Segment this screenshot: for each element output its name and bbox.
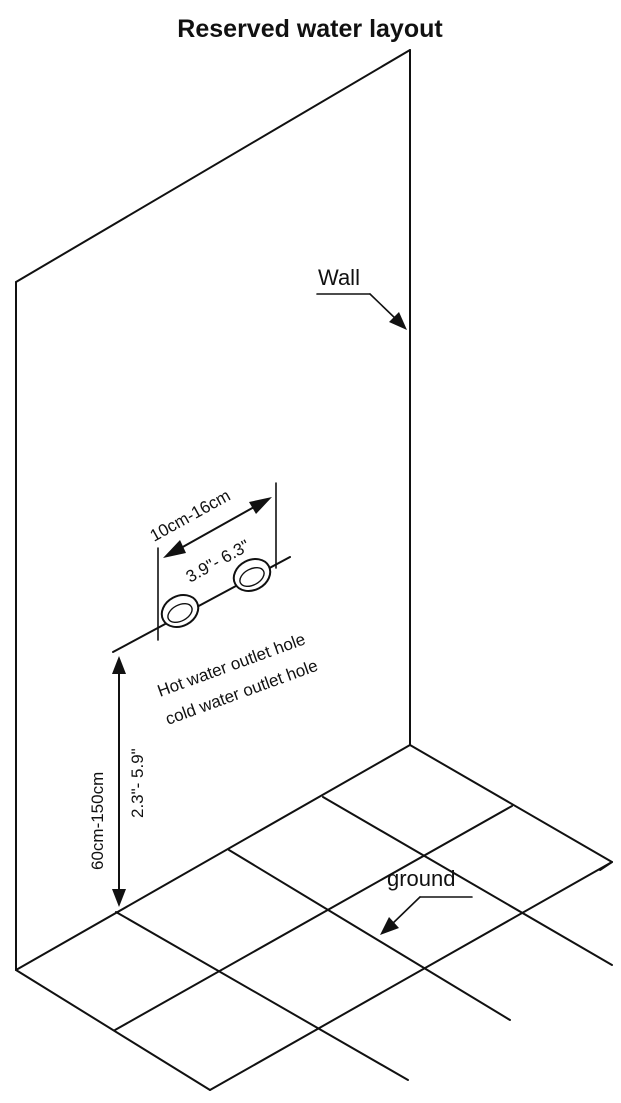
wall-callout: Wall bbox=[316, 265, 407, 330]
height-cm-label: 60cm-150cm bbox=[88, 772, 107, 870]
height-in-label: 2.3"- 5.9" bbox=[128, 748, 147, 818]
floor-left-edge bbox=[15, 969, 211, 1091]
spacing-cm-label: 10cm-16cm bbox=[147, 486, 234, 546]
wall-panel bbox=[15, 49, 411, 971]
wall-top-edge bbox=[15, 49, 411, 283]
floor-front-edge bbox=[209, 861, 613, 1091]
floor-col-line-3 bbox=[322, 796, 613, 966]
wall-floor-seam bbox=[15, 744, 411, 971]
floor-edge-join bbox=[599, 861, 613, 871]
floor-right-edge bbox=[409, 744, 613, 863]
ground-label: ground bbox=[387, 866, 456, 891]
spacing-dimension-line bbox=[171, 501, 264, 554]
spacing-arrowhead-right bbox=[249, 497, 272, 514]
wall-callout-arrowhead bbox=[389, 312, 407, 330]
outlet-assembly bbox=[112, 482, 291, 653]
ground-callout-arrowhead bbox=[380, 917, 399, 935]
spacing-arrowhead-left bbox=[163, 540, 186, 558]
height-arrowhead-bottom bbox=[112, 889, 126, 907]
wall-label: Wall bbox=[318, 265, 360, 290]
ground-callout: ground bbox=[380, 866, 473, 935]
ground-callout-leader bbox=[389, 896, 421, 927]
floor-col-line-2 bbox=[228, 849, 511, 1021]
height-dimension: 60cm-150cm 2.3"- 5.9" bbox=[88, 656, 147, 907]
floor-grid bbox=[15, 744, 613, 1091]
floor-col-line-1 bbox=[115, 911, 409, 1081]
diagram-title: Reserved water layout bbox=[177, 15, 443, 43]
hot-water-hole bbox=[160, 594, 200, 628]
height-arrowhead-top bbox=[112, 656, 126, 674]
floor-row-line-1 bbox=[114, 805, 513, 1031]
cold-water-hole bbox=[232, 558, 272, 592]
wall-callout-leader bbox=[369, 293, 399, 322]
